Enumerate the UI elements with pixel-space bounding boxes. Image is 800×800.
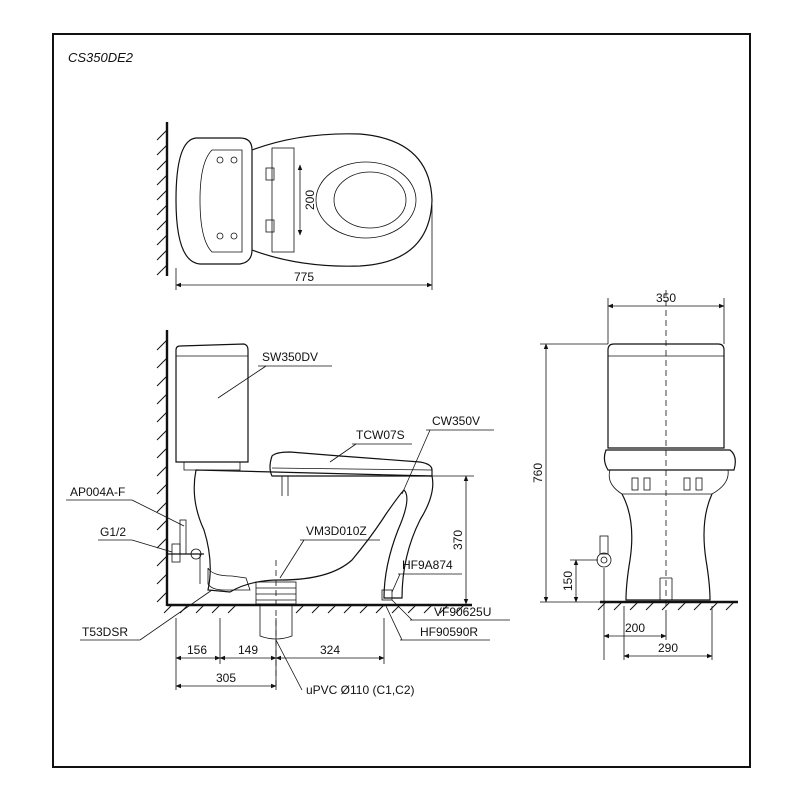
- side-view: 370 156 149 324 305 SW350DV TCW07S CW350…: [66, 330, 510, 697]
- dim-length-775: 775: [294, 270, 314, 284]
- dim-370: 370: [451, 530, 465, 550]
- dim-seat-200: 200: [303, 190, 317, 210]
- floor-hatch-front: [597, 601, 735, 611]
- dim-inlet-offset-200: 200: [625, 621, 645, 635]
- floor-hatch-side: [163, 604, 465, 614]
- model-code: CS350DE2: [68, 50, 134, 65]
- callout-bolt-cap: HF9A874: [402, 558, 453, 572]
- callout-stop-valve: AP004A-F: [70, 485, 125, 499]
- wall-hatch-top: [156, 129, 168, 276]
- callout-tank: SW350DV: [262, 350, 318, 364]
- dim-324: 324: [320, 643, 340, 657]
- dim-149: 149: [238, 643, 258, 657]
- callout-bowl: CW350V: [432, 414, 480, 428]
- front-view: 350 760 150 200 290: [531, 290, 738, 660]
- drawing-frame: [52, 33, 751, 768]
- dim-base-290: 290: [658, 641, 678, 655]
- dim-305: 305: [216, 671, 236, 685]
- dim-front-width-350: 350: [656, 291, 676, 305]
- callout-flange: VM3D010Z: [306, 524, 367, 538]
- dim-front-height-760: 760: [531, 463, 545, 483]
- callout-fitting-1: VF90625U: [434, 605, 491, 619]
- dim-156: 156: [187, 643, 207, 657]
- callout-fitting-2: HF90590R: [420, 625, 478, 639]
- callout-pipe: uPVC Ø110 (C1,C2): [306, 683, 415, 697]
- wall-hatch-side: [156, 339, 168, 603]
- dim-inlet-height-150: 150: [561, 571, 575, 591]
- callout-thread: G1/2: [100, 525, 126, 539]
- callout-hose: T53DSR: [82, 625, 128, 639]
- top-view: 200 775: [156, 122, 433, 290]
- callout-seat: TCW07S: [356, 428, 405, 442]
